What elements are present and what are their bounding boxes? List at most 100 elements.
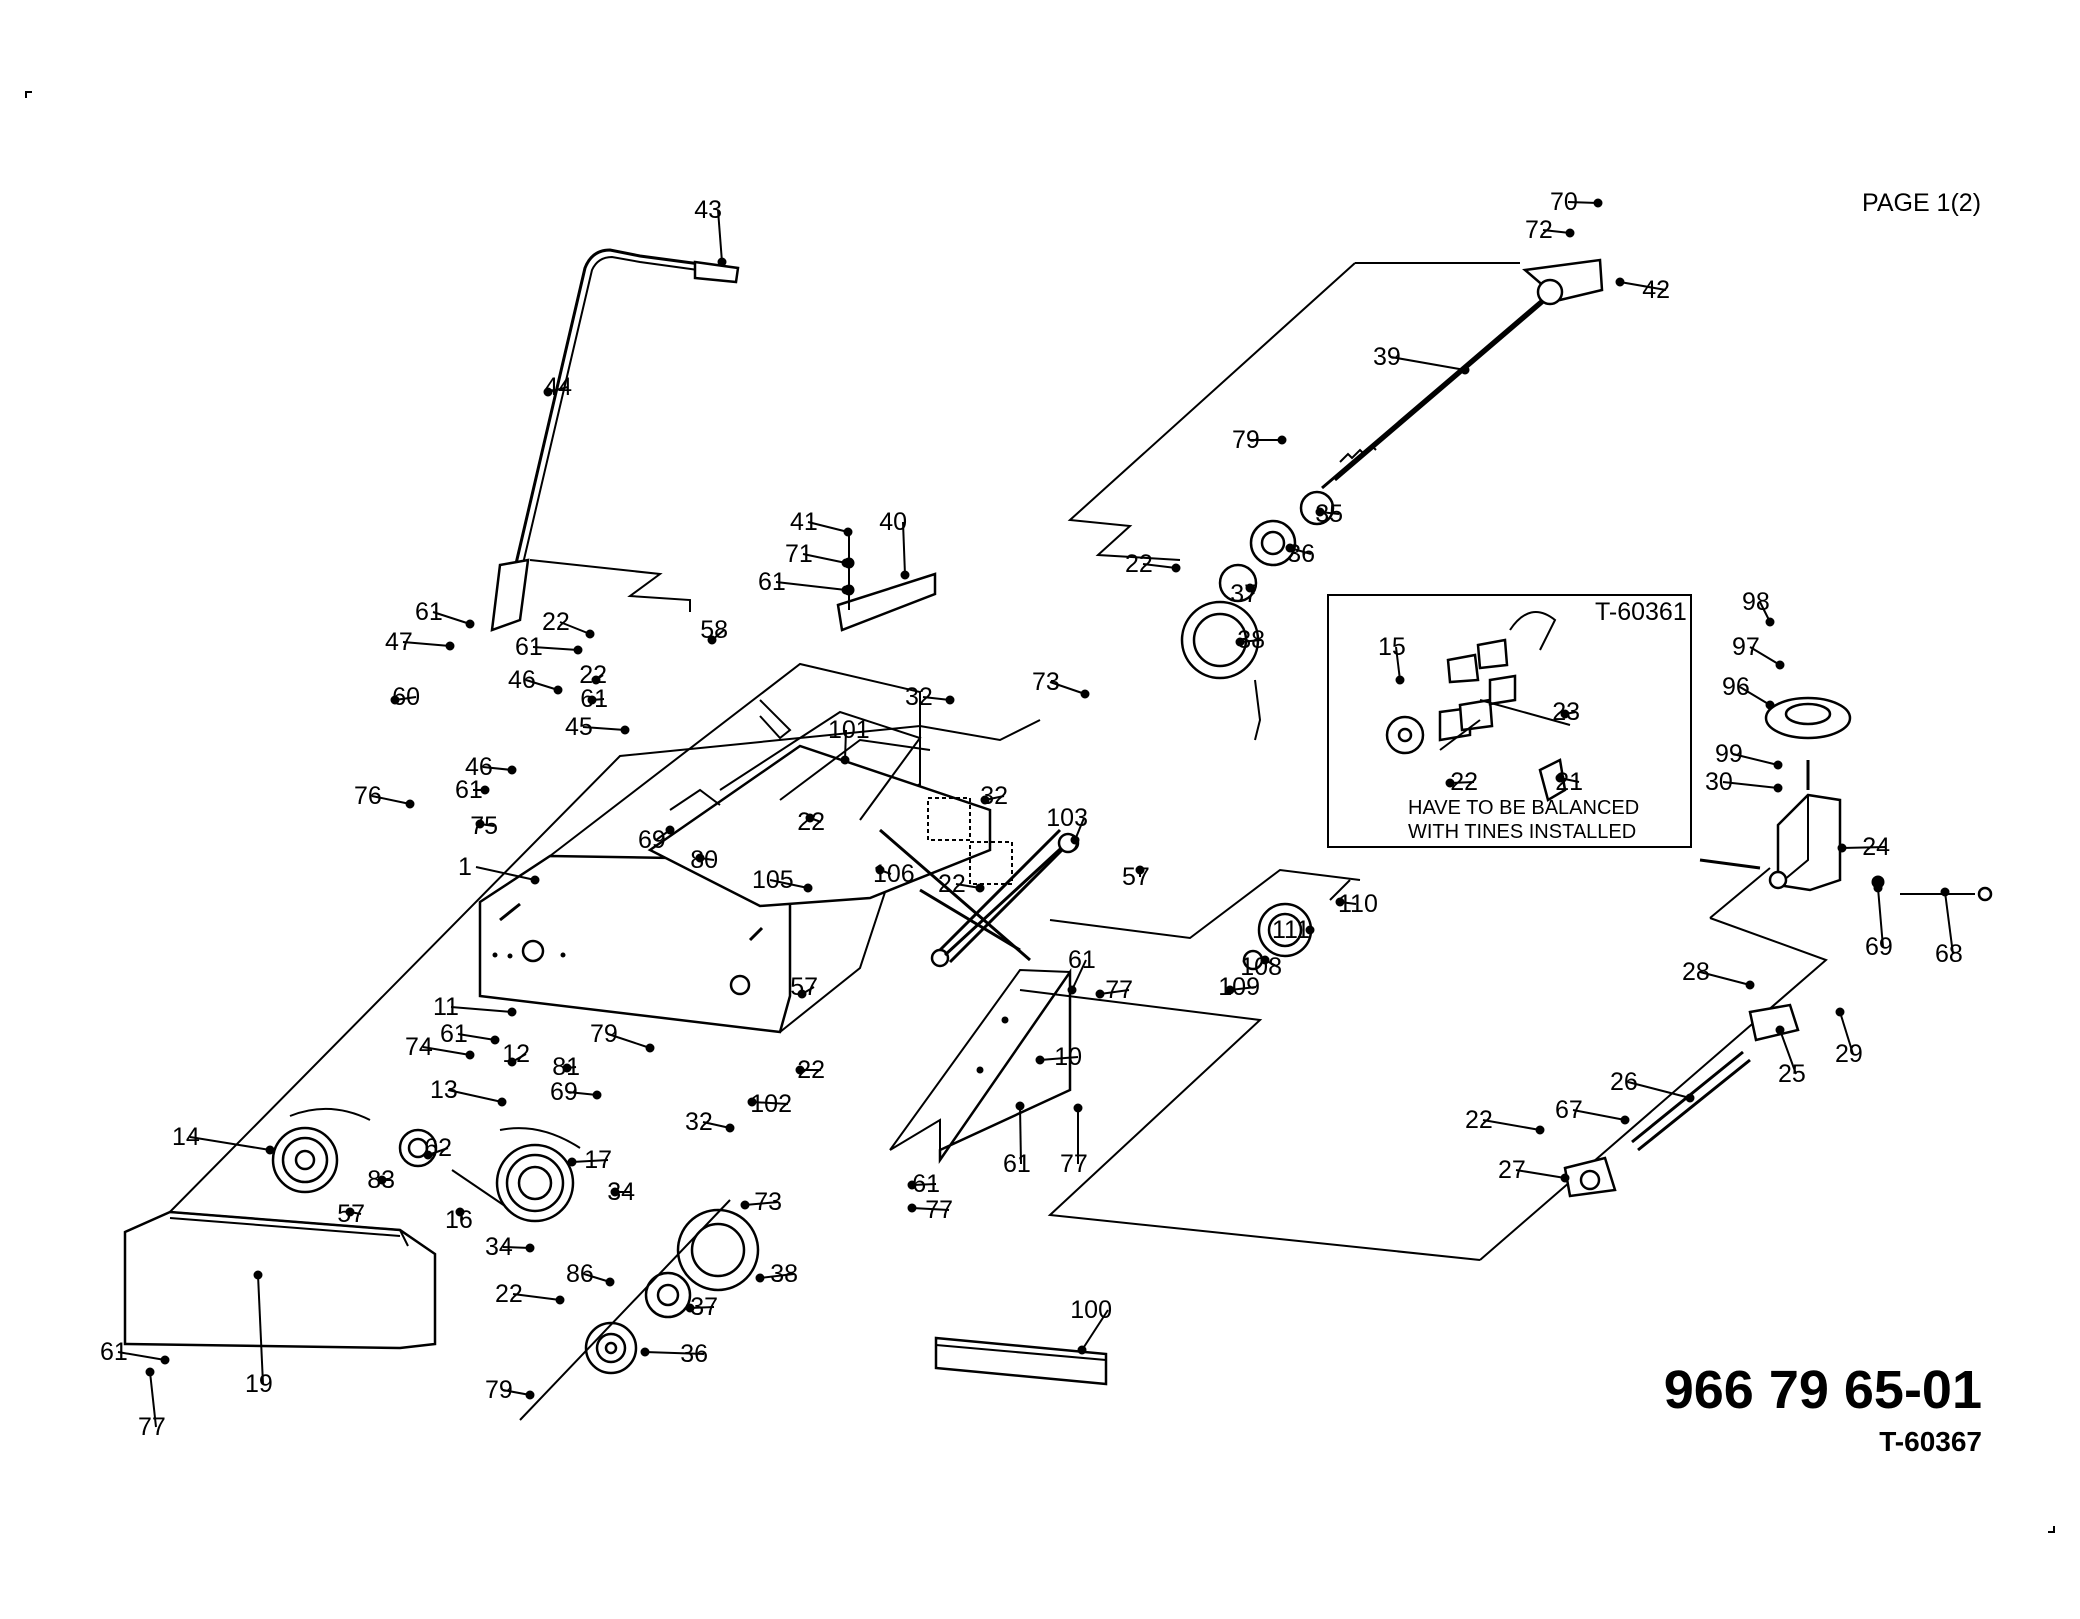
callout-c79c: 79 (1232, 426, 1260, 454)
leader-c10 (1039, 1056, 1079, 1061)
fastener-c61c (587, 695, 597, 705)
inset-note-line2: WITH TINES INSTALLED (1408, 821, 1636, 843)
callout-c61a: 61 (415, 598, 443, 626)
callout-c13: 13 (430, 1076, 458, 1104)
callout-c98: 98 (1742, 588, 1770, 616)
fastener-c86 (605, 1277, 615, 1287)
callout-c38a: 38 (770, 1260, 798, 1288)
leader-c27 (1515, 1169, 1566, 1179)
fastener-c57a (1135, 865, 1145, 875)
callout-c26: 26 (1610, 1068, 1638, 1096)
corner-marks (25, 91, 2055, 1533)
inset-title: T-60361 (1595, 598, 1687, 626)
callout-c68: 68 (1935, 940, 1963, 968)
leader-c29 (1839, 1011, 1854, 1055)
callout-c61b: 61 (515, 633, 543, 661)
callout-c39: 39 (1373, 343, 1401, 371)
fastener-c61j (907, 1180, 917, 1190)
callout-c32c: 32 (685, 1108, 713, 1136)
callout-c76: 76 (354, 782, 382, 810)
fastener-c1 (530, 875, 540, 885)
leader-c22g (1142, 563, 1177, 569)
plate-100 (934, 1336, 1108, 1386)
fastener-c34a (610, 1187, 620, 1197)
callout-c61c: 61 (580, 685, 608, 713)
callout-c34b: 34 (485, 1233, 513, 1261)
fastener-c45 (620, 725, 630, 735)
fastener-c100 (1077, 1345, 1087, 1355)
leader-c45 (582, 726, 626, 731)
callout-c10: 10 (1054, 1043, 1082, 1071)
callout-c109: 109 (1218, 973, 1260, 1001)
callout-c67: 67 (1555, 1096, 1583, 1124)
callout-c16: 16 (445, 1206, 473, 1234)
callout-c1: 1 (458, 853, 472, 881)
fastener-c22h (1445, 778, 1455, 788)
fastener-c32c (725, 1123, 735, 1133)
callout-c73a: 73 (754, 1188, 782, 1216)
callout-c22g: 22 (1125, 550, 1153, 578)
fastener-c61i (1015, 1101, 1025, 1111)
callout-c99: 99 (1715, 740, 1743, 768)
callout-c102: 102 (750, 1090, 792, 1118)
callout-c12: 12 (502, 1040, 530, 1068)
fastener-c22g (1171, 563, 1181, 573)
fastener-c46a (553, 685, 563, 695)
fastener-c30 (1773, 783, 1783, 793)
leader-c13 (447, 1089, 503, 1103)
leader-c69c (1877, 887, 1884, 948)
fastener-c99 (1773, 760, 1783, 770)
callout-c19: 19 (245, 1370, 273, 1398)
leader-c73a (744, 1201, 779, 1206)
leader-c74 (422, 1046, 471, 1056)
callout-c22h: 22 (1450, 768, 1478, 796)
callout-c106: 106 (873, 860, 915, 888)
leader-c46b (482, 766, 513, 771)
pulley-group-right (1019, 868, 1481, 1261)
fastener-c19 (253, 1270, 263, 1280)
fastener-c72 (1565, 228, 1575, 238)
leader-c11 (450, 1006, 513, 1013)
callout-c61e: 61 (758, 568, 786, 596)
fastener-c97 (1775, 660, 1785, 670)
leader-c22a (559, 621, 591, 635)
leader-c101 (844, 729, 847, 761)
callout-c38b: 38 (1237, 626, 1265, 654)
fastener-c22i (1535, 1125, 1545, 1135)
leader-c61g (457, 1033, 496, 1041)
leader-c28 (1699, 971, 1751, 986)
callout-c47: 47 (385, 628, 413, 656)
fastener-c17 (567, 1157, 577, 1167)
inset-box: T-60361 HAVE TO BE BALANCED WITH TINES I… (1327, 594, 1692, 848)
callout-c14: 14 (172, 1123, 200, 1151)
callout-c100: 100 (1070, 1296, 1112, 1324)
leader-c24 (1841, 846, 1887, 849)
leader-c77d (911, 1207, 950, 1211)
leader-c77b (149, 1371, 157, 1428)
fastener-c22c (805, 813, 815, 823)
fastener-c77b (145, 1367, 155, 1377)
callout-c61g: 61 (440, 1020, 468, 1048)
fastener-c10 (1035, 1055, 1045, 1065)
fastener-c12 (507, 1057, 517, 1067)
fastener-c43 (717, 257, 727, 267)
fastener-c37a (685, 1303, 695, 1313)
fastener-c40 (900, 570, 910, 580)
leader-c61h (117, 1351, 166, 1361)
callout-c77c: 77 (1060, 1150, 1088, 1178)
callout-c60: 60 (392, 683, 420, 711)
leader-c32a (922, 696, 951, 701)
fastener-c61d (480, 785, 490, 795)
fastener-c103 (1070, 835, 1080, 845)
callout-c42: 42 (1642, 276, 1670, 304)
front-cover (123, 1210, 437, 1350)
leader-c68 (1944, 891, 1954, 955)
fastener-c29 (1835, 1007, 1845, 1017)
callout-c86: 86 (566, 1260, 594, 1288)
callout-c30: 30 (1705, 768, 1733, 796)
leader-c15 (1395, 646, 1401, 681)
fastener-c38a (755, 1273, 765, 1283)
callout-c57a: 57 (1122, 863, 1150, 891)
callout-c22i: 22 (1465, 1106, 1493, 1134)
callout-c57b: 57 (790, 973, 818, 1001)
